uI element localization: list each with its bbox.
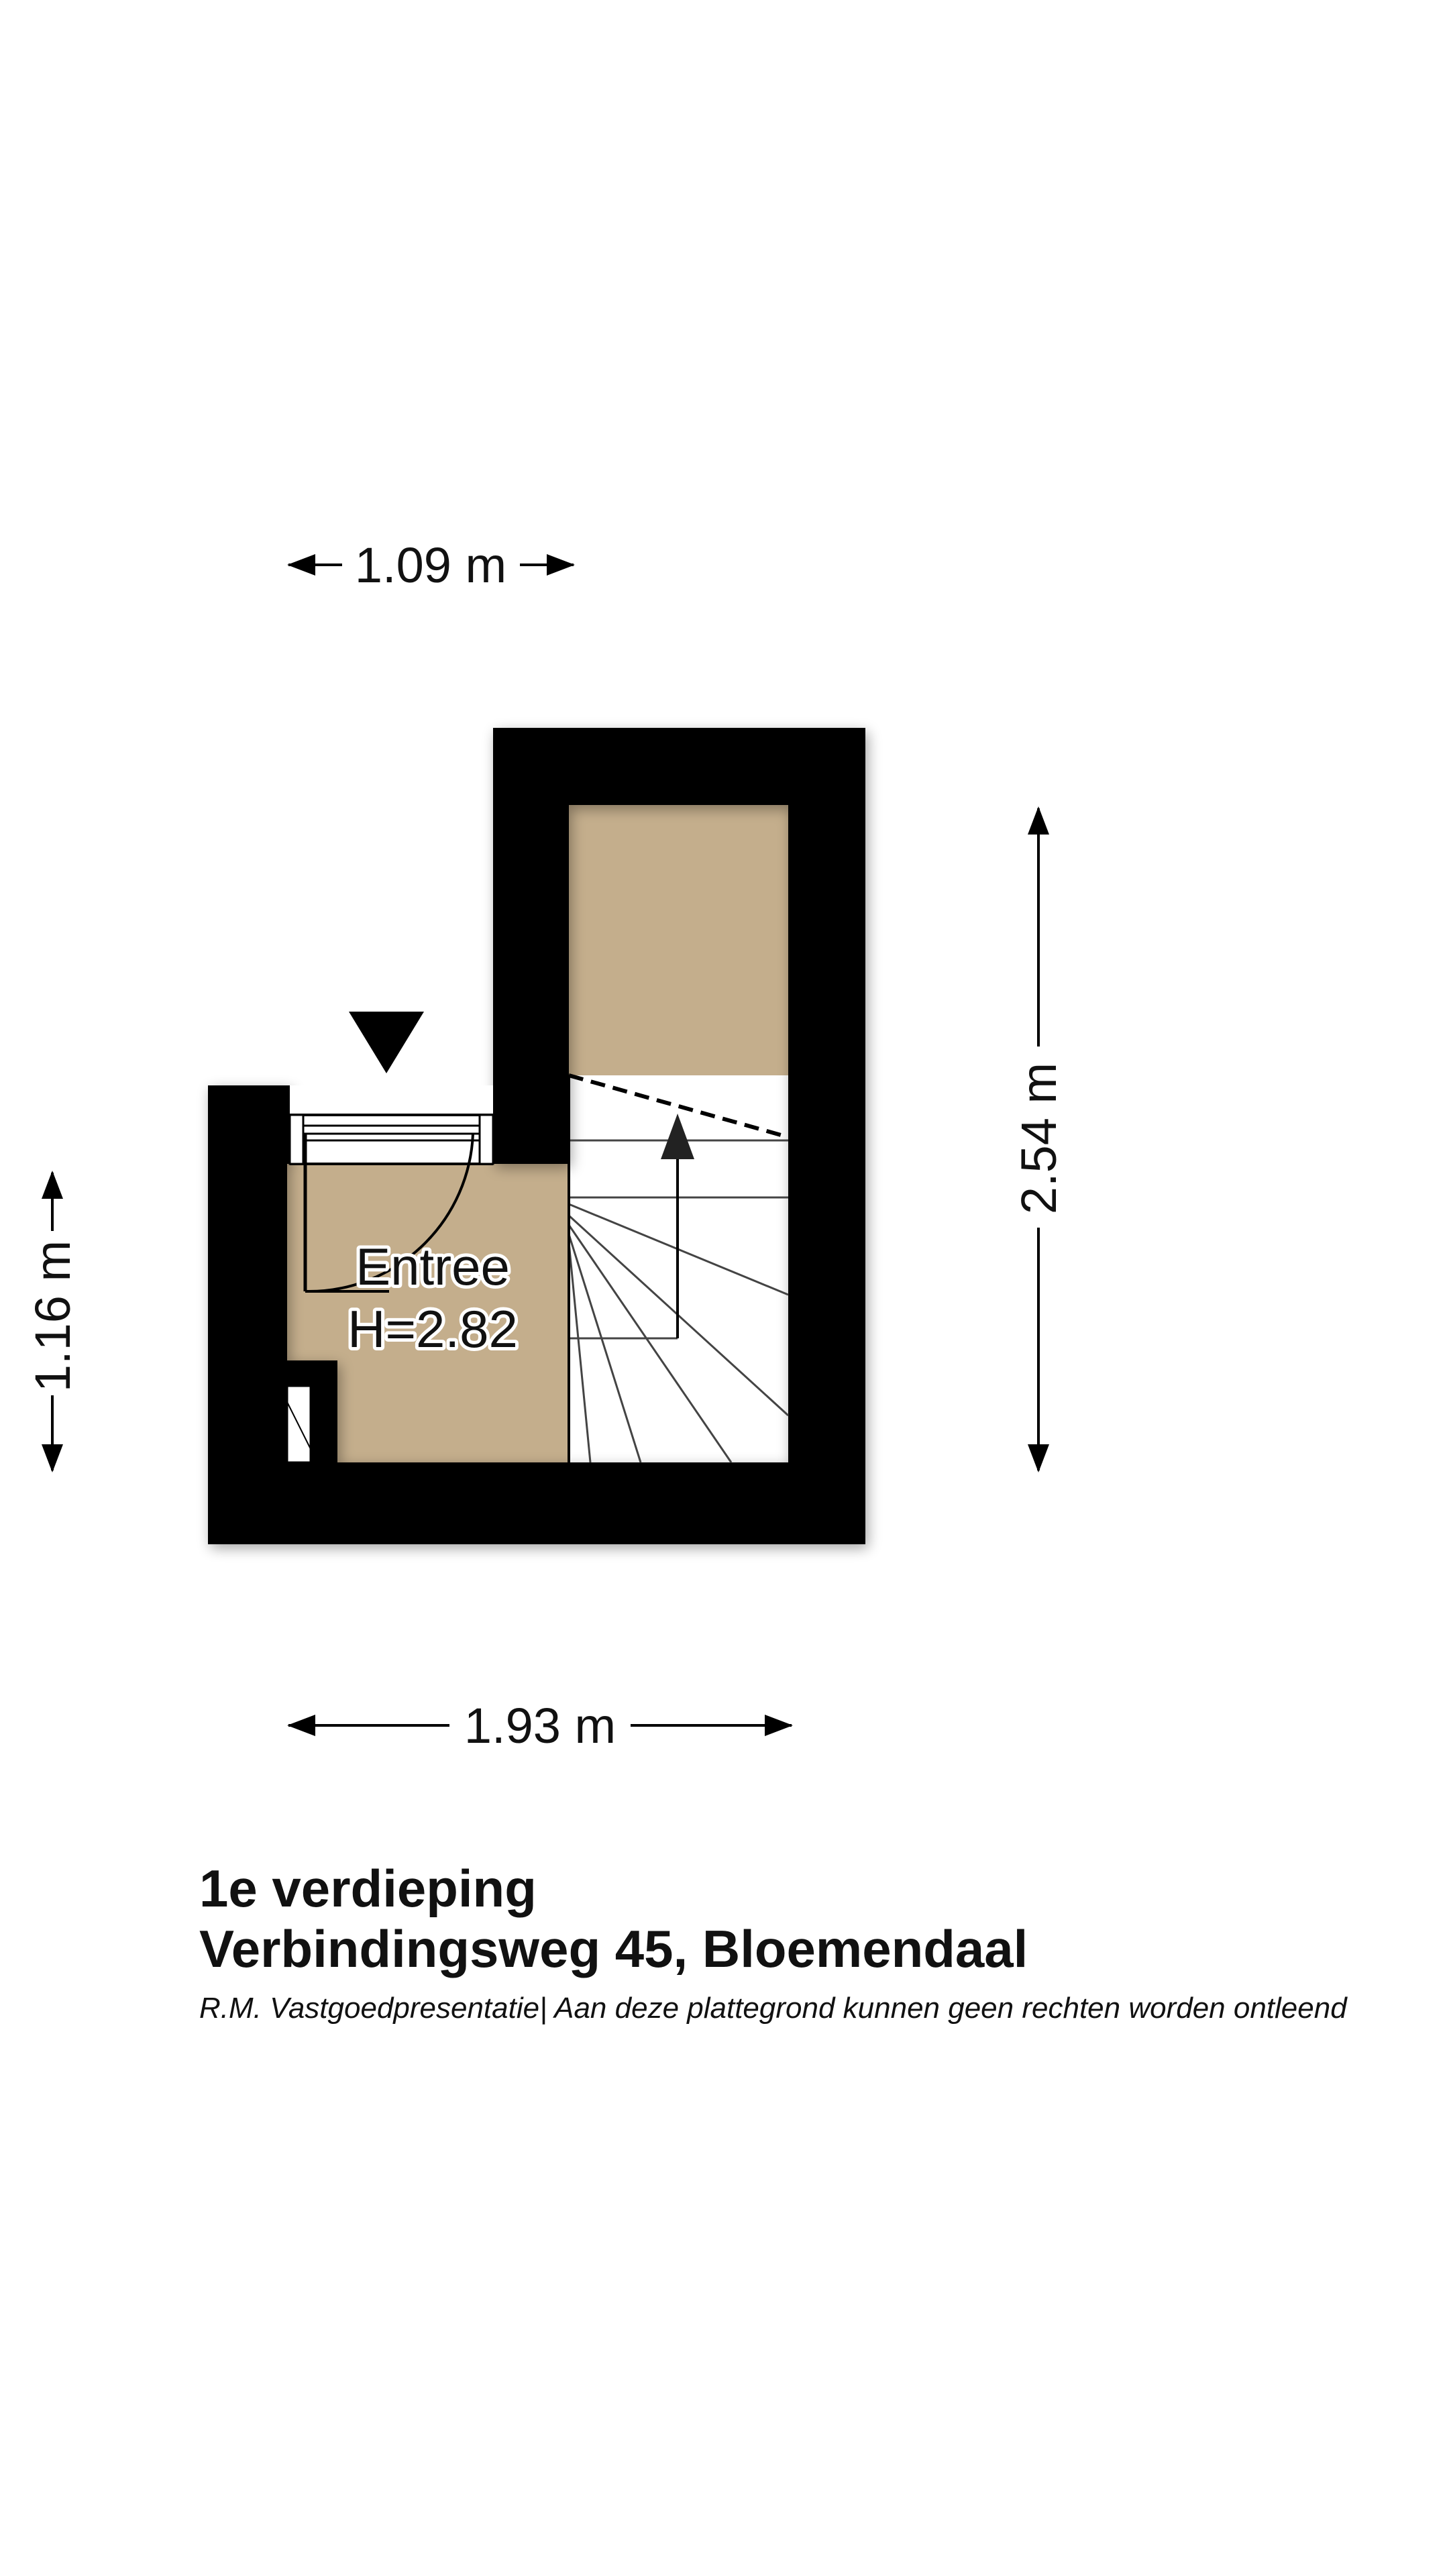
door [288, 1114, 494, 1293]
address: Verbindingsweg 45, Bloemendaal [199, 1919, 1028, 1978]
dimension-top-label: 1.09 m [355, 537, 506, 593]
disclaimer: R.M. Vastgoedpresentatie| Aan deze platt… [199, 1992, 1347, 2025]
dimension-left-label: 1.16 m [25, 1240, 80, 1392]
stair-direction-arrow-icon [661, 1114, 694, 1159]
dim-arrow-icon [1028, 806, 1049, 835]
dim-arrow-icon [1028, 1444, 1049, 1472]
dimension-bottom-label: 1.93 m [464, 1698, 616, 1754]
small-closet [286, 1385, 312, 1464]
dim-arrow-icon [765, 1715, 793, 1736]
wall-top-strip [290, 1085, 493, 1115]
wall-stub-left [493, 1085, 569, 1164]
caption: 1e verdieping Verbindingsweg 45, Bloemen… [199, 1858, 1420, 2029]
dim-arrow-icon [547, 554, 575, 576]
room-height: H=2.82 [347, 1299, 518, 1358]
dim-arrow-icon [287, 1715, 315, 1736]
upper-room-floor [569, 805, 788, 1137]
room-name: Entree [356, 1237, 510, 1296]
dim-arrow-icon [287, 554, 315, 576]
entry-arrow-icon [349, 1012, 424, 1073]
dimension-right-label: 2.54 m [1011, 1063, 1067, 1214]
dim-arrow-icon [42, 1171, 63, 1199]
floor-label: 1e verdieping [199, 1859, 537, 1918]
dim-arrow-icon [42, 1444, 63, 1472]
